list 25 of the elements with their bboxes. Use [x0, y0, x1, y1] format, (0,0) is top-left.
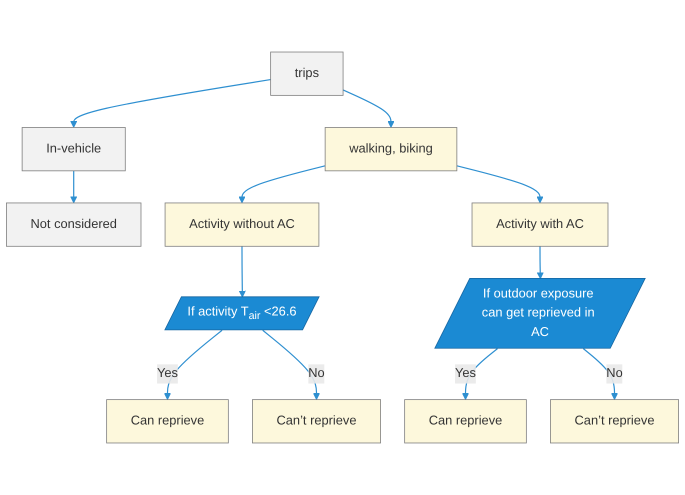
arrow [164, 330, 222, 400]
edge-label: No [606, 366, 623, 380]
arrow [462, 348, 498, 400]
edge-label: No [308, 366, 325, 380]
arrow [536, 246, 544, 280]
node-box: trips [270, 52, 344, 96]
node-box: Can’t reprieve [550, 399, 679, 444]
node-box: walking, biking [324, 127, 458, 172]
arrow [456, 165, 544, 204]
node-box: Activity with AC [472, 202, 608, 247]
arrow [70, 78, 271, 128]
arrow [582, 348, 618, 400]
node-box: Not considered [6, 202, 142, 247]
node-box: In-vehicle [22, 127, 126, 172]
node-box: Can’t reprieve [252, 399, 381, 444]
arrow [238, 165, 326, 204]
edge-label: Yes [157, 366, 178, 380]
arrow [342, 89, 395, 128]
edge-label: Yes [455, 366, 476, 380]
arrow [70, 170, 78, 204]
arrow [238, 246, 246, 298]
node-box: Can reprieve [106, 399, 229, 444]
node-box: Can reprieve [404, 399, 527, 444]
node-box: Activity without AC [164, 202, 320, 247]
arrow [262, 330, 320, 400]
